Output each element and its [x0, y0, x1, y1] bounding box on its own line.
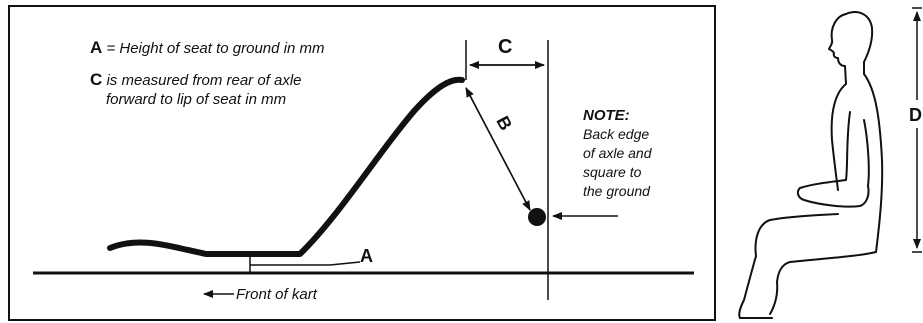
legend-c-text-line1: is measured from rear of axle	[102, 72, 302, 89]
legend-c-line1: C is measured from rear of axle	[90, 70, 302, 90]
note-line: Back edge	[583, 126, 650, 142]
label-a: A	[360, 246, 373, 266]
label-a-leader	[250, 261, 361, 266]
label-d: D	[909, 105, 922, 125]
note-block: NOTE: Back edge of axle and square to th…	[583, 106, 652, 201]
legend-a-letter: A	[90, 38, 103, 57]
note-line: the ground	[583, 183, 650, 199]
legend-a-text: = Height of seat to ground in mm	[102, 40, 325, 57]
dimension-b-arrow-up	[465, 87, 531, 211]
note-title: NOTE:	[583, 107, 630, 124]
label-c: C	[498, 36, 512, 58]
diagram-frame	[8, 5, 716, 321]
seat-profile	[107, 76, 465, 257]
label-b: B	[492, 113, 516, 134]
axle-dot	[528, 208, 546, 226]
legend-c-letter: C	[90, 70, 103, 89]
front-of-kart-label: Front of kart	[236, 286, 317, 303]
seated-person-figure	[738, 11, 884, 319]
note-line: of axle and	[583, 145, 652, 161]
legend-a-line: A = Height of seat to ground in mm	[90, 38, 324, 58]
legend-c-line2: forward to lip of seat in mm	[106, 91, 287, 108]
note-line: square to	[583, 164, 642, 180]
